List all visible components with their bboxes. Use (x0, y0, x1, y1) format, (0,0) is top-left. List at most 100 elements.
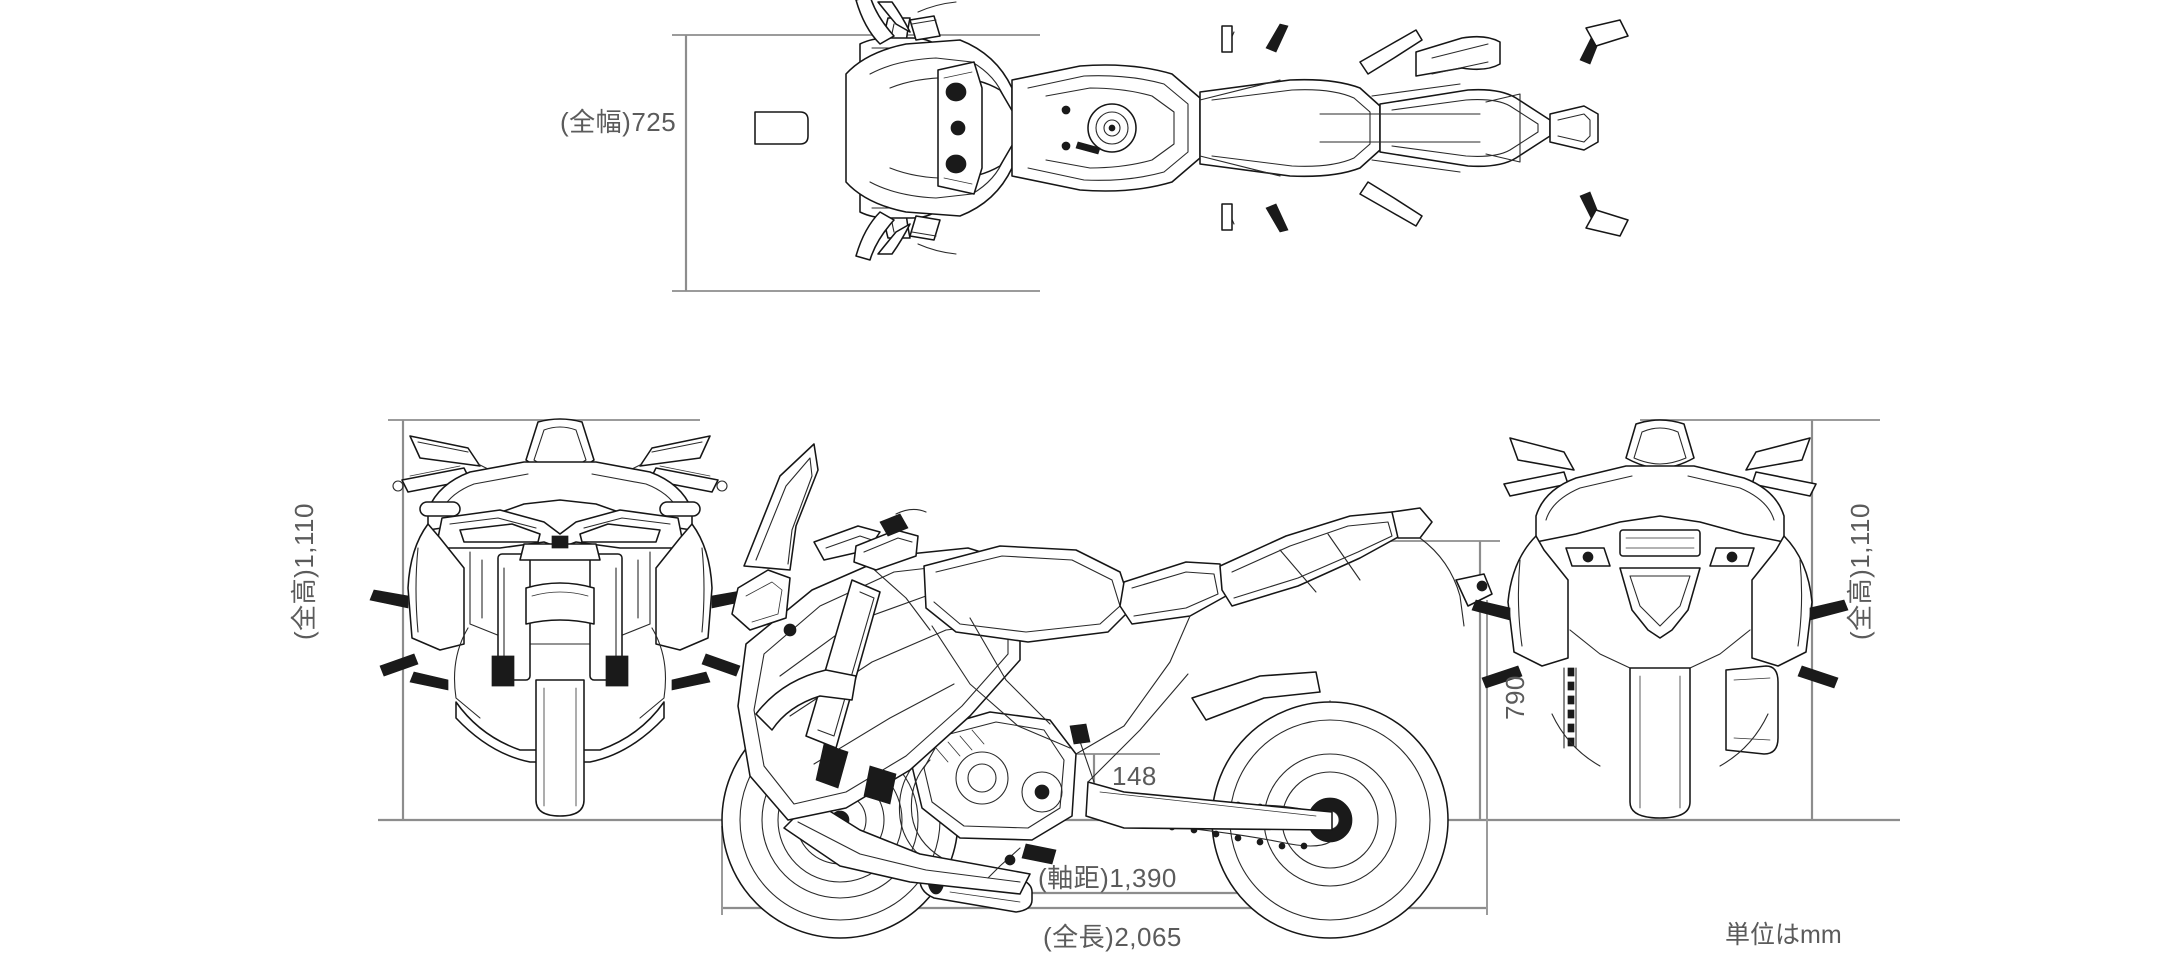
front-tyre (535, 679, 585, 817)
side-clutch-cover (1021, 771, 1063, 813)
side-swingarm-crease (1099, 791, 1317, 817)
front-mirror-right (639, 435, 711, 467)
ground-clearance-label: 148 (1112, 761, 1157, 791)
rear-lower-peg-right (1797, 665, 1839, 689)
seat-height-label: 790 (1500, 675, 1530, 720)
top-handlebar-right-grip (909, 215, 941, 241)
top-handlebar-left-grip (909, 15, 941, 41)
top-mirror-left-head (855, 0, 895, 45)
top-fuel-cap-center (1108, 124, 1116, 132)
side-master-cylinder (879, 513, 909, 537)
front-winglet-left (369, 589, 409, 609)
front-headlight-inner (449, 517, 671, 529)
top-subframe-strut (1371, 83, 1461, 173)
top-hugger (1485, 93, 1521, 163)
front-caliper-right (605, 655, 629, 687)
side-header-pipe-2 (910, 759, 943, 859)
side-pedal-pivot (1004, 854, 1016, 866)
top-tank-inner2 (1045, 87, 1175, 169)
side-engine-inner (923, 721, 1065, 829)
top-taillight-inner (1557, 113, 1591, 143)
top-triple-clamp-cluster (937, 61, 983, 195)
top-muffler (754, 111, 809, 145)
front-headlight-right-lens (579, 523, 661, 543)
rear-taillight (1619, 529, 1701, 557)
top-clutch-lever (917, 1, 957, 13)
unit-note: 単位はmm (1725, 921, 1842, 949)
top-seat-inner (1211, 89, 1371, 167)
rear-lower-frame (1569, 629, 1751, 669)
side-front-caliper (863, 765, 897, 805)
side-plate-stay (1419, 537, 1465, 627)
rear-chain (1567, 667, 1575, 747)
rear-lower-peg-left (1481, 665, 1523, 689)
side-fairing-bolt (783, 623, 797, 637)
side-engine-cover-circle (955, 751, 1009, 805)
front-headlight-left-lens (459, 523, 541, 543)
top-brake-lever (917, 243, 957, 255)
top-pillion-peg-right (1359, 181, 1423, 227)
motorcycle-rear-view-drawing (1471, 419, 1849, 819)
side-fork-inner (817, 591, 875, 737)
rear-bracket-inner (1629, 575, 1691, 627)
side-fuel-tank (923, 545, 1133, 643)
top-footpeg-left (1265, 23, 1289, 53)
side-belly-pan-edge (797, 821, 1021, 883)
rear-seat-cowl (1625, 419, 1695, 469)
top-fork-left (945, 82, 967, 102)
front-peg-right (671, 671, 711, 691)
top-tank-inner (1027, 75, 1189, 181)
side-plate-bolt (1476, 580, 1488, 592)
side-fairing-inner (753, 563, 1009, 805)
front-bar-detail (409, 465, 711, 477)
front-tyre-tread (543, 687, 577, 807)
front-peg-left (409, 671, 449, 691)
rear-indicator-right-bulb (1726, 551, 1738, 563)
front-fairing-edge (415, 547, 705, 633)
side-tail-unit (1219, 511, 1401, 607)
front-lower-cowl (455, 701, 665, 763)
rear-seat-cowl-inner (1633, 427, 1687, 465)
side-fairing-vent-3 (813, 683, 955, 765)
rear-taillight-lines (1625, 537, 1695, 549)
top-tank-vent-1 (1061, 105, 1071, 115)
side-brake-lever (895, 508, 927, 515)
rear-indicator-left-bulb (1582, 551, 1594, 563)
rear-tyre (1629, 667, 1691, 819)
motorcycle-top-view-drawing (754, 0, 1629, 261)
rear-fairing-edge (1517, 559, 1803, 647)
top-mirror-base-right (1221, 203, 1233, 231)
side-view-group (721, 443, 1500, 939)
rear-muffler (1725, 665, 1779, 755)
front-fender (525, 582, 595, 625)
front-bar-end-right (716, 480, 728, 492)
overall-width-label: (全幅)725 (560, 107, 677, 137)
top-mirror-base-left (1221, 25, 1233, 53)
top-footpeg-right (1265, 203, 1289, 233)
rear-fairing-left (1507, 535, 1569, 667)
top-fork-right (945, 154, 967, 174)
wheelbase-label: (軸距)1,390 (1038, 863, 1177, 893)
front-bar-end-left (392, 480, 404, 492)
rear-plate-bracket (1619, 567, 1701, 639)
top-mirror-right-head (855, 211, 895, 261)
side-windscreen (743, 443, 819, 571)
front-lower-wing-left (379, 653, 419, 677)
top-clamp-lines (943, 71, 973, 185)
top-mirror-right-stalk (877, 223, 911, 255)
front-lower-wing-right (701, 653, 741, 677)
top-frame-strut (1199, 79, 1281, 177)
side-frame-main-2 (969, 617, 1051, 725)
front-mirror-left (409, 435, 481, 467)
side-frame-rear (1075, 615, 1191, 755)
front-fairing-left (407, 523, 465, 651)
front-engine-cover (453, 627, 667, 719)
front-steering-nut (551, 535, 569, 549)
overall-length-label: (全長)2,065 (1043, 922, 1182, 952)
rear-tail-flanks (1535, 465, 1785, 543)
side-frame-head (869, 565, 931, 631)
rear-peg-left (1471, 599, 1511, 621)
front-mirror-lines (417, 441, 703, 453)
rear-lower-cowl (1551, 713, 1769, 767)
